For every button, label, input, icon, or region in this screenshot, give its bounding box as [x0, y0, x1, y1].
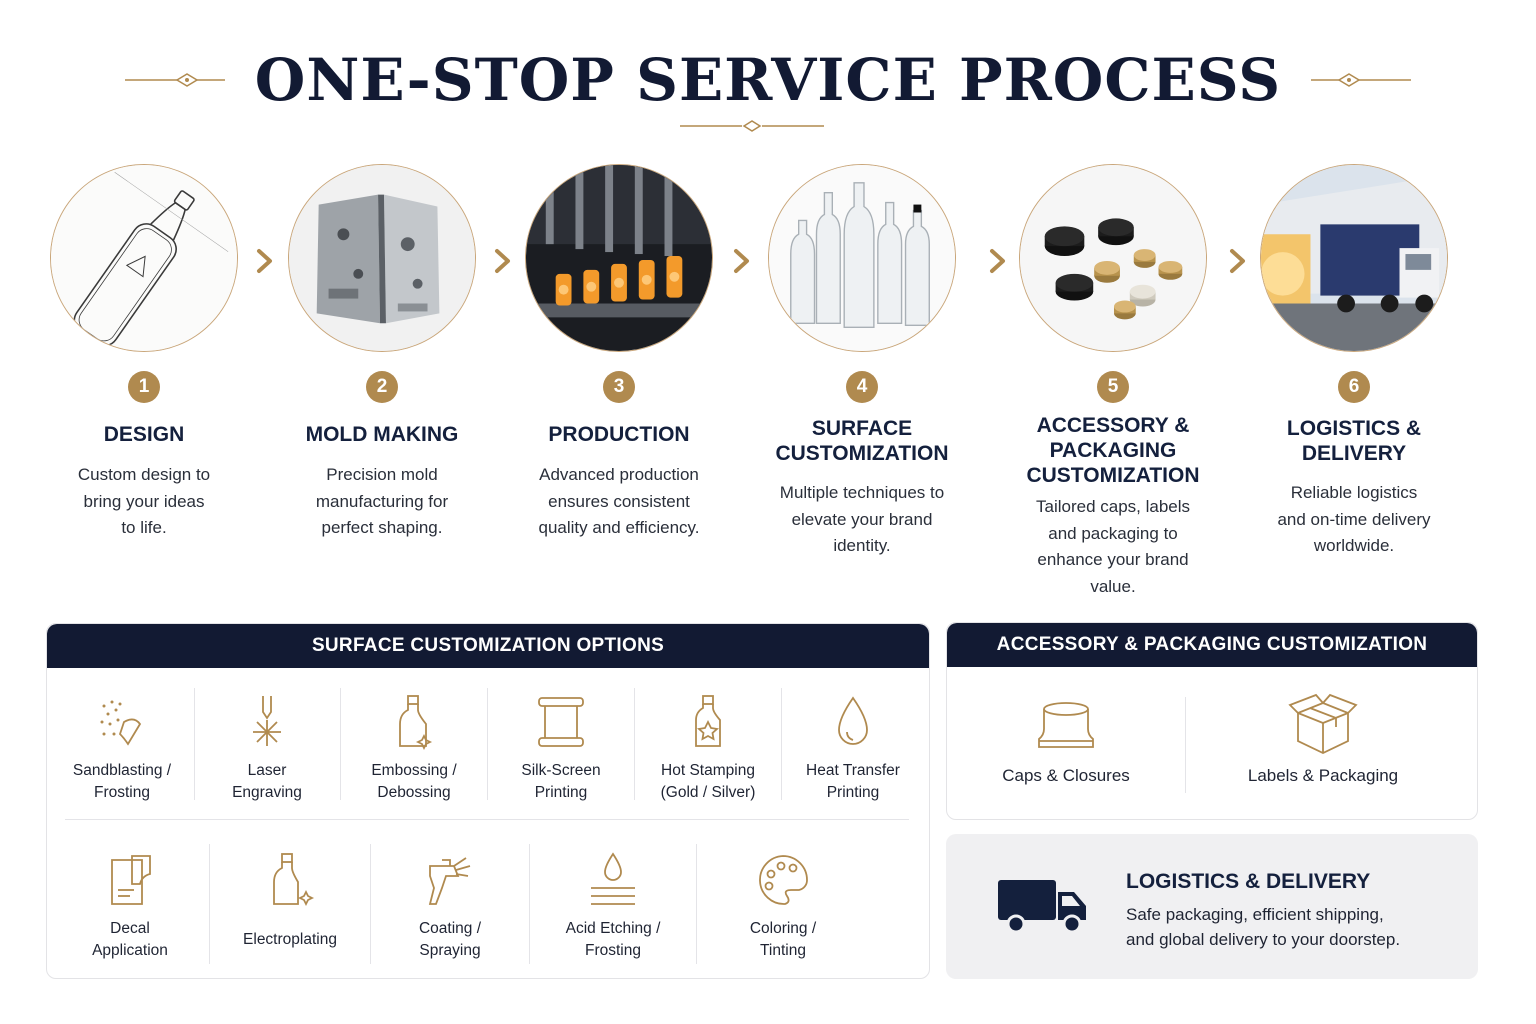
- sandblast-icon: [100, 700, 142, 746]
- option-acid-etching: Acid Etching / Frosting: [530, 852, 696, 962]
- title-ornament-left: [124, 73, 225, 87]
- drop-icon: [838, 696, 868, 745]
- spray-gun-icon: [428, 857, 471, 905]
- panel-heading: SURFACE CUSTOMIZATION OPTIONS: [47, 624, 929, 668]
- emboss-bottle-icon: [399, 695, 433, 750]
- step-mold-making: 2 MOLD MAKING Precision mold manufacturi…: [262, 164, 502, 537]
- step-title: PRODUCTION: [548, 423, 690, 446]
- option-decal: Decal Application: [55, 852, 205, 962]
- chevron-right-icon: [257, 249, 272, 273]
- title-ornament-right: [1311, 73, 1412, 87]
- step-number: 5: [1097, 371, 1129, 403]
- star-bottle-icon: [695, 695, 721, 747]
- chevron-right-icon: [734, 249, 749, 273]
- step-image-bottle-sketch: [50, 164, 238, 352]
- step-number: 2: [366, 371, 398, 403]
- etch-drop-icon: [591, 852, 635, 905]
- step-image-glowing-bottles: [525, 164, 713, 352]
- accessory-caps: Caps & Closures: [947, 699, 1185, 787]
- logistics-title: LOGISTICS & DELIVERY: [1126, 870, 1371, 893]
- option-laser-engraving: Laser Engraving: [195, 694, 339, 804]
- cap-icon: [1038, 702, 1094, 748]
- step-description: Precision mold manufacturing for perfect…: [315, 465, 449, 537]
- step-image-caps: [1019, 164, 1207, 352]
- option-silk-screen: Silk-Screen Printing: [488, 694, 634, 804]
- decal-icon: [111, 855, 151, 905]
- option-embossing: Embossing / Debossing: [341, 694, 487, 804]
- step-image-truck-warehouse: [1260, 164, 1448, 352]
- truck-icon: [998, 880, 1086, 934]
- laser-icon: [253, 696, 281, 746]
- step-logistics-delivery: 6 LOGISTICS & DELIVERY Reliable logistic…: [1234, 164, 1474, 555]
- step-design: 1 DESIGN Custom design to bring your ide…: [24, 164, 264, 537]
- panel-heading: ACCESSORY & PACKAGING CUSTOMIZATION: [947, 623, 1477, 667]
- step-production: 3 PRODUCTION Advanced production ensures…: [499, 164, 739, 537]
- step-title: SURFACE CUSTOMIZATION: [775, 417, 949, 465]
- option-sandblasting: Sandblasting / Frosting: [51, 694, 193, 804]
- step-description: Tailored caps, labels and packaging to e…: [1035, 497, 1191, 596]
- chevron-right-icon: [990, 249, 1005, 273]
- sparkle-bottle-icon: [273, 853, 315, 907]
- step-surface-customization: 4 SURFACE CUSTOMIZATION Multiple techniq…: [742, 164, 982, 555]
- step-title: LOGISTICS & DELIVERY: [1286, 417, 1422, 465]
- page-title-row: ONE-STOP SERVICE PROCESS: [0, 40, 1536, 120]
- option-coating: Coating / Spraying: [371, 852, 529, 962]
- step-description: Multiple techniques to elevate your bran…: [779, 483, 945, 555]
- option-electroplating: Electroplating: [210, 852, 370, 951]
- option-heat-transfer: Heat Transfer Printing: [782, 694, 924, 804]
- step-number: 6: [1338, 371, 1370, 403]
- step-accessory-packaging: 5 ACCESSORY & PACKAGING CUSTOMIZATION Ta…: [993, 164, 1233, 596]
- step-description: Reliable logistics and on-time delivery …: [1277, 483, 1431, 555]
- box-icon: [1288, 693, 1358, 754]
- step-number: 4: [846, 371, 878, 403]
- step-title: DESIGN: [103, 423, 185, 446]
- logistics-description: Safe packaging, efficient shipping, and …: [1126, 905, 1401, 949]
- title-underline-ornament: [680, 120, 824, 132]
- chevron-right-icon: [495, 249, 510, 273]
- step-image-steel-mold: [288, 164, 476, 352]
- step-title: ACCESSORY & PACKAGING CUSTOMIZATION: [1026, 414, 1200, 487]
- logistics-card: LOGISTICS & DELIVERY Safe packaging, eff…: [946, 834, 1478, 979]
- step-number: 3: [603, 371, 635, 403]
- step-number: 1: [128, 371, 160, 403]
- accessory-panel: ACCESSORY & PACKAGING CUSTOMIZATION Caps…: [946, 622, 1478, 820]
- surface-options-panel: SURFACE CUSTOMIZATION OPTIONS Sandblasti…: [46, 623, 930, 979]
- palette-icon: [759, 855, 808, 905]
- step-title: MOLD MAKING: [305, 423, 459, 446]
- scroll-icon: [538, 697, 584, 747]
- page-title: ONE-STOP SERVICE PROCESS: [254, 46, 1282, 114]
- accessory-labels-packaging: Labels & Packaging: [1187, 693, 1459, 787]
- chevron-right-icon: [1230, 249, 1245, 273]
- step-description: Custom design to bring your ideas to lif…: [77, 465, 211, 537]
- step-description: Advanced production ensures consistent q…: [538, 465, 700, 537]
- option-hot-stamping: Hot Stamping (Gold / Silver): [635, 694, 781, 804]
- option-coloring: Coloring / Tinting: [697, 852, 869, 962]
- step-image-clear-bottles: [768, 164, 956, 352]
